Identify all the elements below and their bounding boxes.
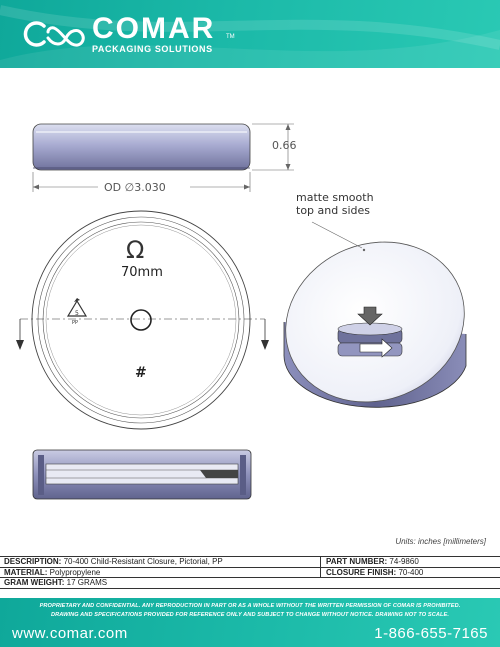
- website-link[interactable]: www.comar.com: [12, 625, 128, 642]
- legal-notice: PROPRIETARY AND CONFIDENTIAL. ANY REPROD…: [0, 602, 500, 620]
- legal-line-1: PROPRIETARY AND CONFIDENTIAL. ANY REPROD…: [39, 603, 461, 609]
- omega-symbol: Ω: [126, 236, 144, 264]
- description-label: DESCRIPTION:: [4, 557, 62, 566]
- size-marking: 70mm: [121, 265, 163, 280]
- phone-number[interactable]: 1-866-655-7165: [374, 625, 488, 642]
- closure-finish-label: CLOSURE FINISH:: [326, 567, 397, 577]
- finish-callout: matte smooth top and sides: [296, 191, 374, 217]
- closure-finish-value: 70-400: [398, 567, 424, 577]
- material-label: MATERIAL:: [4, 567, 48, 577]
- recycle-code: PP: [72, 320, 78, 326]
- callout-line-1: matte smooth: [296, 191, 374, 204]
- technical-drawing: 0.66 OD ∅3.030 Ω 70mm # 5 PP: [16, 123, 467, 500]
- od-dimension-label: OD ∅3.030: [104, 181, 166, 194]
- material-value: Polypropylene: [49, 567, 101, 577]
- header-banner: COMAR TM PACKAGING SOLUTIONS: [0, 0, 500, 68]
- height-dimension-label: 0.66: [272, 139, 297, 152]
- description-value: 70-400 Child-Resistant Closure, Pictoria…: [63, 557, 223, 566]
- part-number-value: 74-9860: [389, 557, 419, 566]
- comar-logo-icon: [23, 21, 85, 47]
- brand-trademark: TM: [226, 34, 235, 40]
- footer-banner: PROPRIETARY AND CONFIDENTIAL. ANY REPROD…: [0, 598, 500, 647]
- spec-table: DESCRIPTION: 70-400 Child-Resistant Clos…: [0, 556, 500, 598]
- gram-weight-value: 17 GRAMS: [66, 578, 108, 587]
- height-dimension: [252, 123, 294, 171]
- header-swoosh-graphic: [0, 5, 500, 68]
- side-view: [32, 123, 251, 171]
- cavity-mark: #: [135, 365, 147, 381]
- part-number-label: PART NUMBER:: [326, 557, 388, 566]
- callout-leader-line: [311, 221, 363, 249]
- section-view: [32, 449, 252, 500]
- top-view: [16, 210, 269, 430]
- gram-weight-label: GRAM WEIGHT:: [4, 578, 65, 587]
- units-note: Units: inches [millimeters]: [395, 537, 486, 546]
- spec-row-material: MATERIAL: Polypropylene CLOSURE FINISH: …: [0, 567, 500, 578]
- od-dimension: [32, 172, 251, 192]
- recycle-number: 5: [75, 310, 79, 317]
- callout-line-2: top and sides: [296, 204, 370, 217]
- recycle-icon: [66, 298, 88, 317]
- brand-tagline: PACKAGING SOLUTIONS: [92, 44, 213, 54]
- spec-row-description: DESCRIPTION: 70-400 Child-Resistant Clos…: [0, 557, 500, 568]
- cap-3d-view: [283, 241, 467, 408]
- legal-line-2: DRAWING AND SPECIFICATIONS PROVIDED FOR …: [50, 612, 449, 618]
- spec-row-weight: GRAM WEIGHT: 17 GRAMS: [0, 578, 500, 589]
- callout-point: [362, 248, 366, 252]
- brand-name: COMAR: [92, 12, 216, 45]
